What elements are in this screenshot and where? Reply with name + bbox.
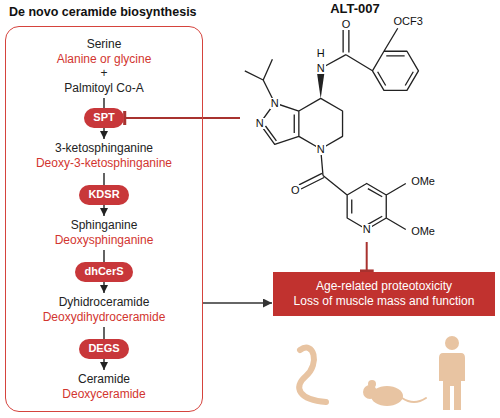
node-text: dhCerS (84, 265, 123, 278)
inhibition-line (366, 242, 368, 271)
atom-label: OCF3 (392, 16, 423, 27)
atom-label: N (362, 224, 372, 235)
atom-label: O (341, 19, 352, 30)
molecule-bonds (245, 28, 419, 229)
human-icon (439, 336, 465, 410)
atom-label: OMe (410, 226, 436, 237)
atom-label: N (316, 144, 326, 155)
enzyme-pill: DEGS (79, 339, 128, 358)
substrate-name: Palmitoyl Co-A (64, 82, 143, 96)
node-text: Loss of muscle mass and function (279, 294, 489, 309)
metabolite-name: 3-ketosphinganine (55, 142, 153, 156)
node-text: Age-related proteotoxicity (279, 279, 489, 294)
atom-label: H (316, 48, 326, 59)
metabolite-name: Ceramide (78, 373, 130, 387)
node-text: De novo ceramide biosynthesis (9, 5, 197, 19)
worm-icon (299, 348, 326, 402)
atom-label: O (290, 185, 301, 196)
metabolite-name: Deoxy-3-ketosphinganine (36, 157, 172, 171)
molecule-structure (245, 28, 419, 229)
compound-structure: ALT-007 (240, 0, 470, 242)
substrate-name: Serine (87, 38, 122, 52)
organism-icons (299, 336, 465, 410)
node-text: DEGS (88, 342, 119, 355)
plus-sign: + (100, 67, 107, 81)
mouse-icon (363, 380, 426, 406)
enzyme-pill: KDSR (79, 185, 128, 204)
effect-box: Age-related proteotoxicityLoss of muscle… (273, 272, 495, 316)
node-text: ALT-007 (240, 0, 470, 17)
atom-label: OMe (410, 176, 436, 187)
atom-label: N (270, 98, 280, 109)
atom-label: N (316, 63, 326, 74)
inhibition-line (125, 117, 240, 119)
enzyme-pill: SPT (84, 108, 123, 127)
effect-arrow (203, 302, 272, 304)
metabolite-name: Sphinganine (71, 219, 138, 233)
enzyme-pill: dhCerS (75, 262, 132, 281)
node-text: SPT (93, 111, 114, 124)
metabolite-name: Deoxyceramide (62, 388, 145, 402)
metabolite-name: Dyhidroceramide (59, 296, 150, 310)
atom-label: N (255, 118, 265, 129)
substrate-name: Alanine or glycine (57, 53, 152, 67)
stereo-wedge (317, 71, 325, 99)
node-text: KDSR (88, 188, 119, 201)
metabolite-name: Deoxysphinganine (55, 234, 154, 248)
metabolite-name: Deoxydihydroceramide (43, 311, 166, 325)
